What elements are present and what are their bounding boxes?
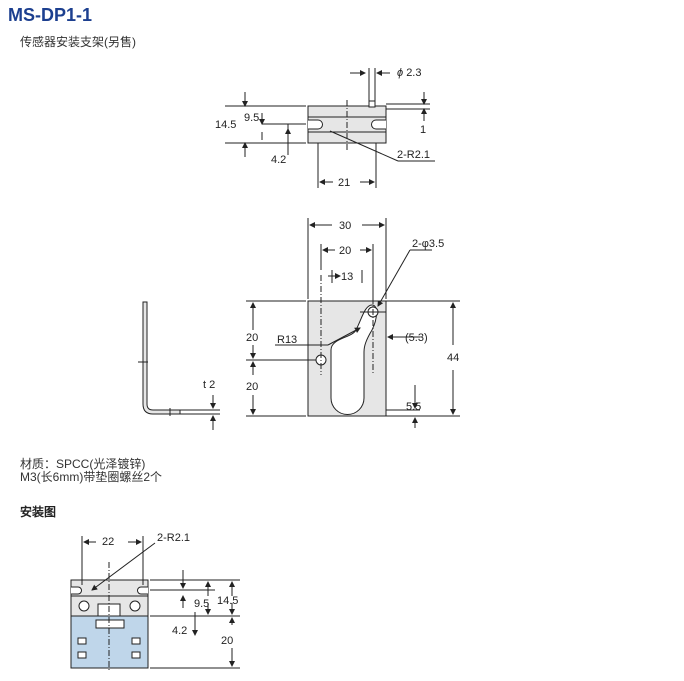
dim-22: 22 [102,536,114,548]
page-subtitle: 传感器安装支架(另售) [20,35,136,49]
dim-install-20: 20 [221,635,233,647]
side-view [138,301,220,430]
dim-20-lower: 20 [246,381,258,393]
dim-install-2-r2-1: 2-R2.1 [157,532,190,544]
dim-5-5: 5.5 [406,401,421,413]
dim-13: 13 [341,271,353,283]
dim-phi-2-3: ϕ 2.3 [397,67,421,79]
dim-44: 44 [447,352,459,364]
dim-install-9-5: 9.5 [194,598,209,610]
dim-4-2: 4.2 [271,154,286,166]
slot-right [371,119,386,130]
slot-left [308,119,323,130]
screws-note: M3(长6mm)带垫圈螺丝2个 [20,470,163,484]
dim-r13: R13 [277,334,297,346]
install-view-labels: 22 2-R2.1 9.5 14.5 4.2 20 [102,532,238,647]
dim-20-width: 20 [339,245,351,257]
dim-20-upper: 20 [246,332,258,344]
dim-1: 1 [420,124,426,136]
install-view [70,536,240,672]
front-view-labels: 30 20 13 2-φ3.5 R13 (5.3) 20 20 44 5.5 [246,220,459,413]
top-view-labels: ϕ 2.3 14.5 9.5 1 4.2 2-R2.1 21 [215,67,430,189]
top-view [225,68,435,188]
front-view [246,218,460,428]
side-view-profile [142,301,181,415]
dim-2-r2-1: 2-R2.1 [397,149,430,161]
dim-21: 21 [338,177,350,189]
dim-install-4-2: 4.2 [172,625,187,637]
dim-14-5: 14.5 [215,119,236,131]
dim-install-14-5: 14.5 [217,595,238,607]
dim-t2: t 2 [203,379,215,391]
dim-2-phi-3-5: 2-φ3.5 [412,238,444,250]
install-heading: 安装图 [20,505,57,519]
dim-5-3: (5.3) [405,332,428,344]
page-title: MS-DP1-1 [8,5,93,25]
dim-30: 30 [339,220,351,232]
material-note: 材质：SPCC(光泽镀锌) [20,457,146,471]
dim-9-5: 9.5 [244,112,259,124]
